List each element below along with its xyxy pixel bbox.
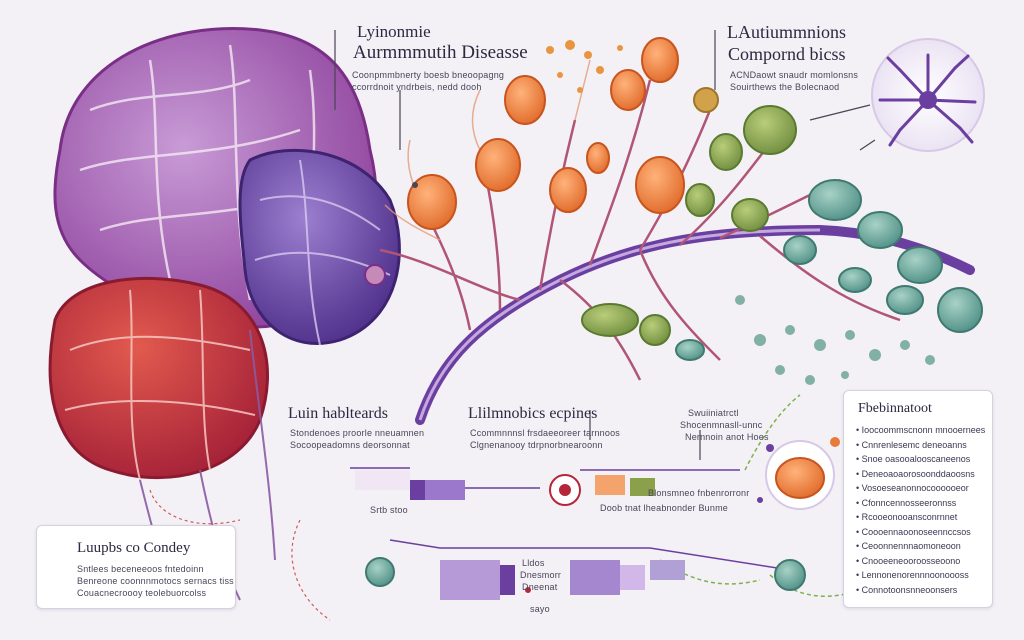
info-card-item: • Cfonncennosseeronnss bbox=[856, 497, 957, 508]
pathway-nodes bbox=[365, 182, 840, 593]
flow-label-left: Srtb stoo bbox=[370, 505, 408, 515]
flow-mid-2: Dnesmorr bbox=[520, 570, 562, 580]
info-card-item: • Connotoonsnneoonsers bbox=[856, 584, 958, 595]
leader-lines bbox=[334, 30, 876, 460]
flow-mid-3: Dneenat bbox=[522, 582, 558, 592]
mid-left-sub-2: Socoopeadomns deorsonnat bbox=[290, 440, 410, 450]
legend-card-line-2: Benreone coonnnmotocs sernacs tiss bbox=[77, 576, 234, 586]
mid-center-sub-1: Ccommnnnsl frsdaeeoreer tarnnoos bbox=[470, 428, 620, 438]
legend-card-line-1: Sntlees beceneeoos fntedoinn bbox=[77, 564, 204, 574]
info-card-item: • Ceoonnennnaomoneoon bbox=[856, 541, 961, 551]
top-center-title-1: Lyinonmie bbox=[357, 22, 431, 41]
top-right-title-2: Compornd bicss bbox=[728, 44, 846, 64]
info-card-item: • Cnnrenlesemc deneoanns bbox=[856, 439, 967, 450]
mid-center-sub-2: Clgnenanooy tdrpnorbnearoonn bbox=[470, 440, 603, 450]
info-card-item: • Lennonenorennnoonoooss bbox=[856, 570, 969, 580]
neuron-icon bbox=[871, 38, 985, 152]
green-cell-cluster bbox=[581, 105, 983, 385]
top-center-title-2: Aurmmmutih Diseasse bbox=[353, 42, 528, 63]
mid-left-sub-1: Stondenoes proorle nneuamnen bbox=[290, 428, 425, 438]
top-center-sub-2: ccorrdnoit yndrbeis, nedd dooh bbox=[352, 82, 482, 92]
mid-center-title: Llilmnobics ecpines bbox=[468, 405, 598, 422]
orange-cell-cluster bbox=[407, 37, 719, 230]
top-right-sub-1: ACNDaowt snaudr momlonsns bbox=[730, 70, 859, 80]
right-mid-sub-1: Swuiiniatrctl bbox=[688, 408, 739, 418]
flow-label-right-top: Blonsmneo fnbenrorronr bbox=[648, 488, 750, 498]
info-card-item: • Deneoaoaorosoonddaoosns bbox=[856, 468, 975, 479]
info-card-item: • Rcooeonooansconrnnet bbox=[856, 512, 958, 522]
legend-card-line-3: Couacnecroooy teolebuorcolss bbox=[77, 588, 207, 598]
right-mid-sub-2: Shocenmnasll-unnc bbox=[680, 420, 763, 430]
mid-left-title: Luin hablteards bbox=[288, 405, 388, 422]
info-card-item: • Ioocoommscnonn mnooernees bbox=[856, 425, 986, 435]
flow-mid-4: sayo bbox=[530, 604, 550, 614]
info-card-item: • Cnooeeneooroosseoono bbox=[856, 555, 961, 566]
info-card-item: • Coooennaoonoseennccsos bbox=[856, 526, 971, 537]
top-center-sub-1: Coonpmmbnerty boesb bneoopagng bbox=[352, 70, 505, 80]
top-right-title-1: LAutiummnions bbox=[727, 22, 847, 42]
info-card-title: Fbebinnatoot bbox=[858, 401, 932, 416]
top-right-sub-2: Souirthews the Bolecnaod bbox=[730, 82, 840, 92]
flow-mid-1: Lldos bbox=[522, 558, 545, 568]
right-mid-sub-3: Nernnoin anot Hoes bbox=[685, 432, 769, 442]
info-card: Fbebinnatoot • Ioocoommscnonn mnooernees… bbox=[843, 390, 993, 608]
legend-card-title: Luupbs co Condey bbox=[77, 540, 191, 556]
flow-boxes bbox=[47, 470, 685, 600]
legend-card: Luupbs co Condey Sntlees beceneeoos fnte… bbox=[36, 525, 236, 609]
info-card-item: • Vosoeseanonnocoooooeor bbox=[856, 483, 969, 493]
flow-label-right: Doob tnat lheabnonder Bunme bbox=[600, 503, 728, 513]
organ-illustration bbox=[48, 27, 401, 601]
info-card-item: • Snoe oasooalooscaneenos bbox=[856, 454, 971, 464]
